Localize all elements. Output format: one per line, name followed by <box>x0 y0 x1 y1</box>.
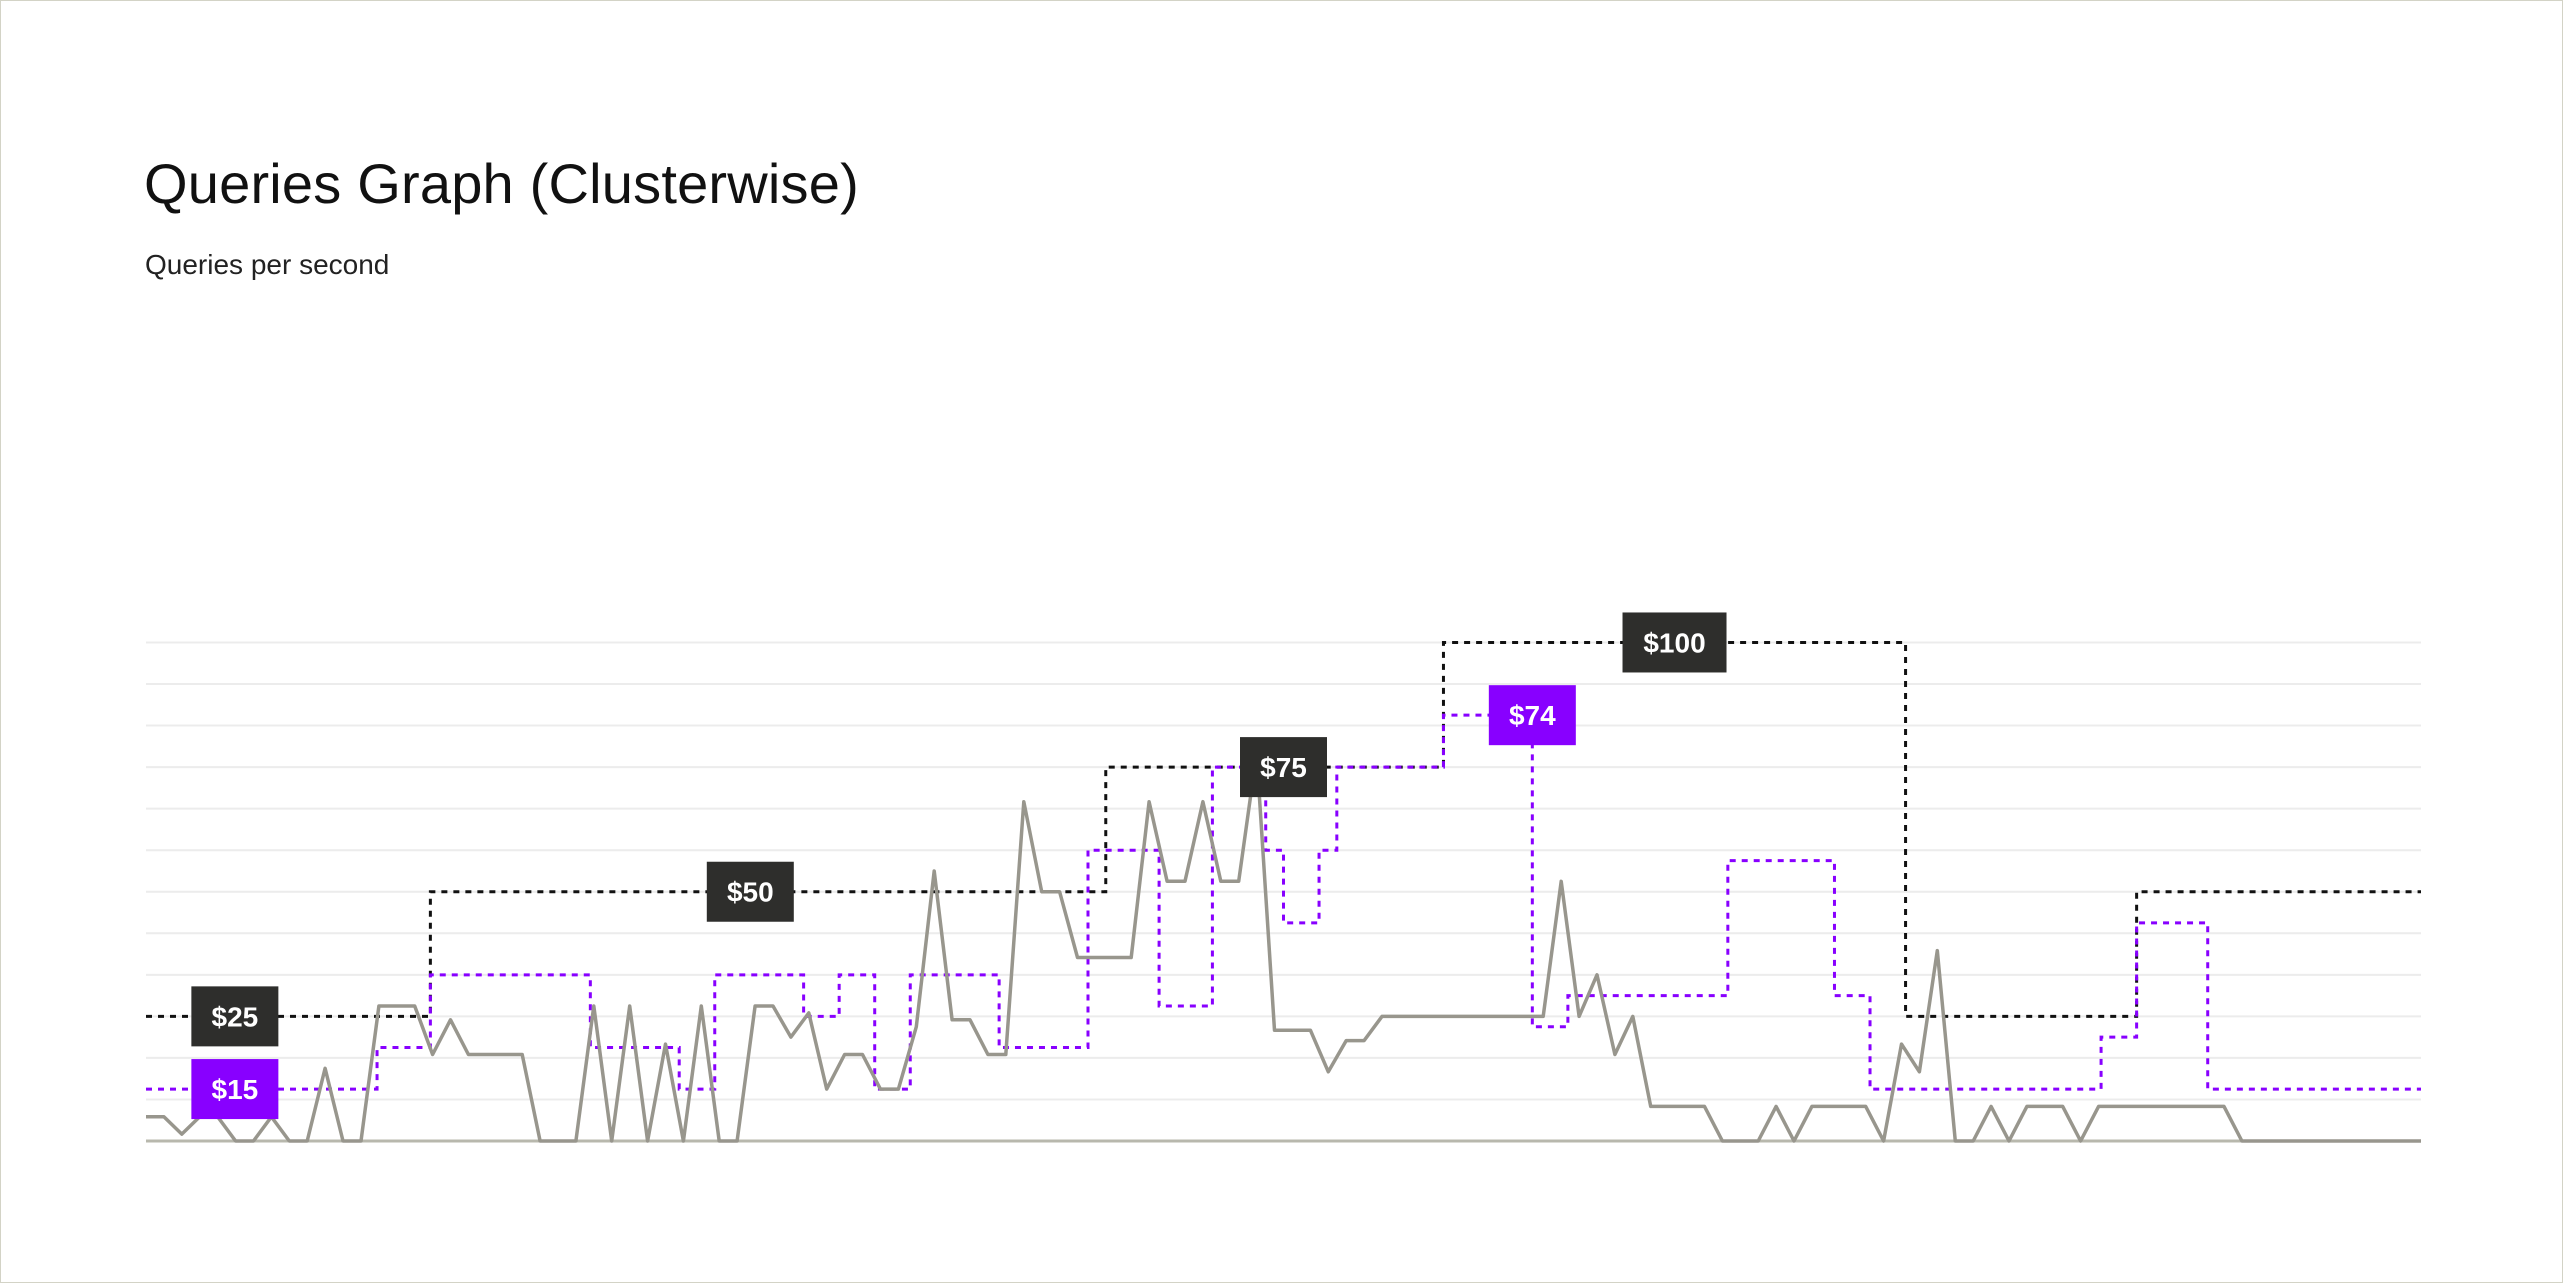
chart-subtitle: Queries per second <box>145 249 390 280</box>
annotation-labels: $25 $50 $75 $100 $15 $74 <box>191 612 1727 1120</box>
annotation-usage-label: $15 <box>191 1059 279 1120</box>
annotation-price-label: $100 <box>1622 612 1727 673</box>
annotation-text: $75 <box>1260 752 1307 783</box>
annotation-text: $50 <box>727 877 774 908</box>
series-layer <box>146 640 2421 1143</box>
queries-line <box>146 751 2421 1143</box>
annotation-price-label: $25 <box>191 986 279 1047</box>
annotation-box <box>706 861 794 922</box>
chart-title: Queries Graph (Clusterwise) <box>144 152 859 215</box>
annotation-box <box>191 986 279 1047</box>
annotation-text: $15 <box>212 1074 259 1105</box>
annotation-box <box>1622 612 1727 673</box>
annotation-text: $74 <box>1509 700 1556 731</box>
annotation-price-label: $50 <box>706 861 794 922</box>
annotation-text: $100 <box>1643 627 1705 658</box>
annotation-price-label: $75 <box>1240 737 1327 798</box>
annotation-box <box>1240 737 1327 798</box>
annotation-box <box>1488 685 1576 746</box>
price-tier-line <box>146 640 2421 1018</box>
annotation-text: $25 <box>212 1001 259 1032</box>
annotation-box <box>191 1059 279 1120</box>
annotation-usage-label: $74 <box>1488 685 1576 746</box>
usage-tier-line <box>146 713 2421 1091</box>
